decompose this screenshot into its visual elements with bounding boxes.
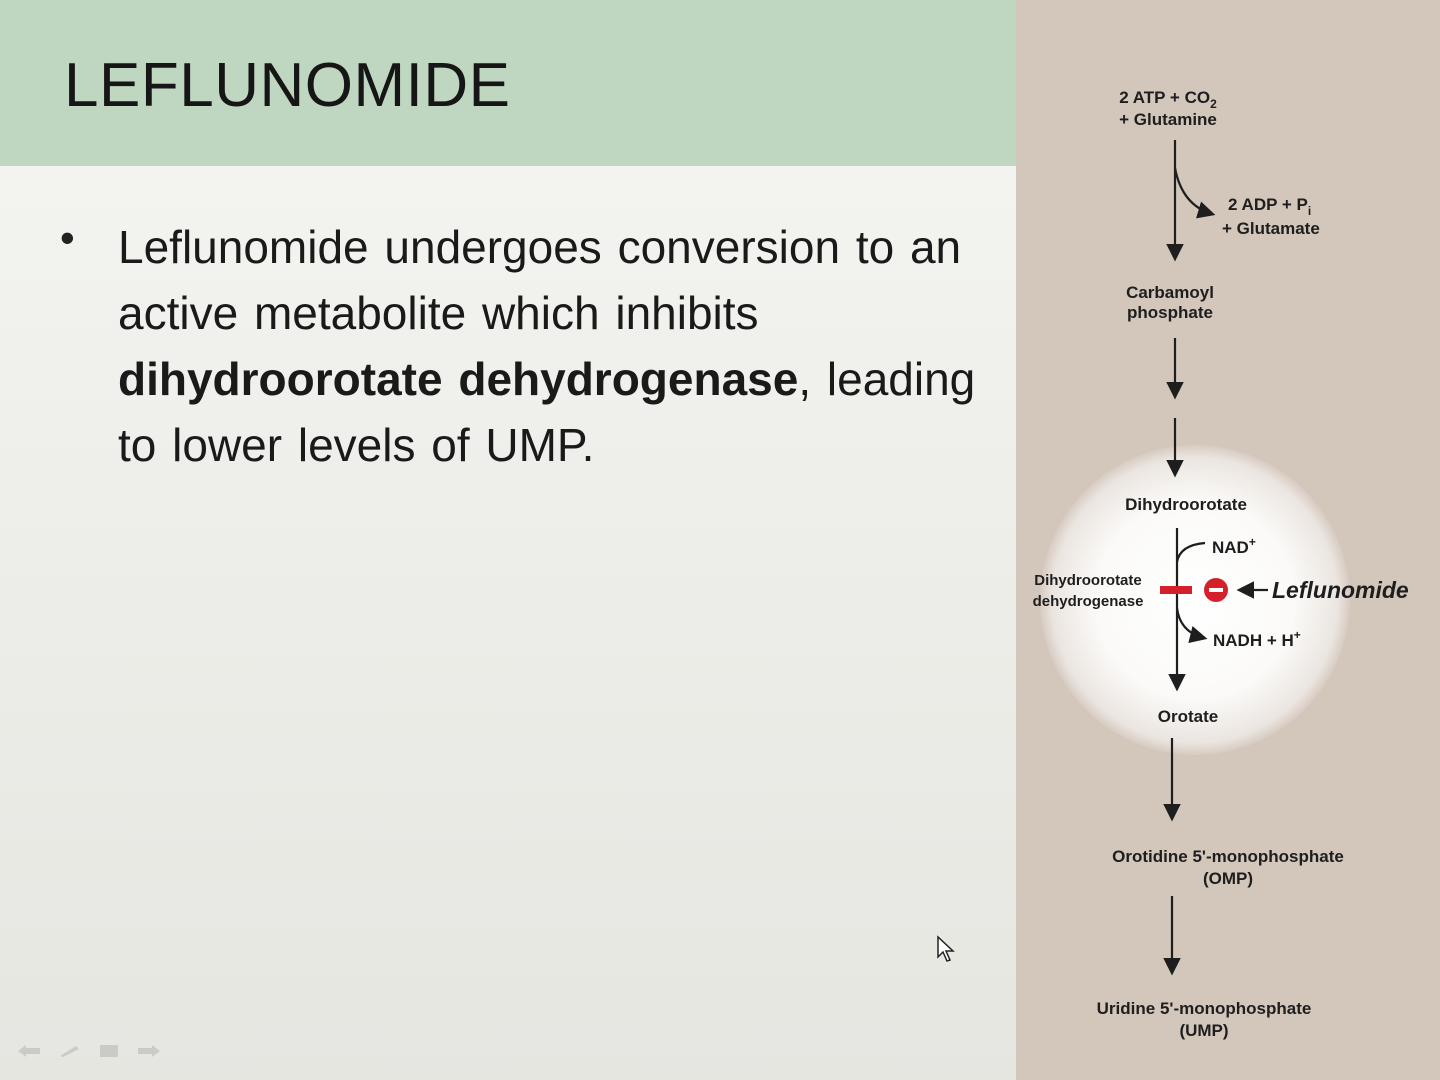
orotate-label: Orotate [1158, 707, 1218, 726]
bullet-text-part-1: Leflunomide undergoes conversion to an a… [118, 221, 962, 339]
ump-label-line1: Uridine 5'-monophosphate [1097, 999, 1312, 1018]
nav-menu-icon[interactable] [96, 1044, 122, 1058]
side-products-line1: 2 ADP + Pi [1228, 195, 1311, 218]
bullet-marker: • [60, 214, 75, 261]
start-substrates-line1: 2 ATP + CO2 [1119, 88, 1217, 111]
bullet-text-part-2: , leading to lower levels of UMP. [118, 353, 976, 471]
inhibitor-label: Leflunomide [1272, 577, 1409, 603]
nav-pen-icon[interactable] [56, 1044, 82, 1058]
carbamoyl-phosphate-line2: phosphate [1127, 303, 1213, 322]
enzyme-label-line2: dehydrogenase [1033, 593, 1144, 610]
dihydroorotate-label: Dihydroorotate [1125, 495, 1247, 514]
ump-label-line2: (UMP) [1179, 1021, 1228, 1040]
highlight-glow [1040, 445, 1350, 755]
nav-prev-icon[interactable] [16, 1044, 42, 1058]
bullet-text: Leflunomide undergoes conversion to an a… [118, 214, 998, 478]
minus-sign [1209, 588, 1223, 592]
slideshow-nav-controls[interactable] [16, 1044, 162, 1058]
slide-content-area [0, 0, 1016, 1080]
bullet-text-bold-enzyme: dihydroorotate dehydrogenase [118, 353, 799, 405]
side-product-arrow-1 [1173, 167, 1216, 219]
carbamoyl-phosphate-line1: Carbamoyl [1126, 283, 1214, 302]
nad-cofactor-curve [1175, 541, 1206, 563]
side-products-line2: + Glutamate [1222, 219, 1320, 238]
title-band [0, 0, 1016, 166]
nad-label: NAD+ [1212, 535, 1256, 557]
inhibition-bar [1160, 586, 1192, 594]
nav-next-icon[interactable] [136, 1044, 162, 1058]
cursor-arrow-icon [937, 935, 955, 962]
nadh-product-arrow [1175, 607, 1208, 644]
enzyme-label-line1: Dihydroorotate [1034, 572, 1142, 589]
nadh-label: NADH + H+ [1213, 628, 1301, 650]
omp-label-line2: (OMP) [1203, 869, 1253, 888]
start-substrates-line2: + Glutamine [1119, 110, 1217, 129]
omp-label-line1: Orotidine 5'-monophosphate [1112, 847, 1344, 866]
slide-title: LEFLUNOMIDE [64, 51, 511, 120]
